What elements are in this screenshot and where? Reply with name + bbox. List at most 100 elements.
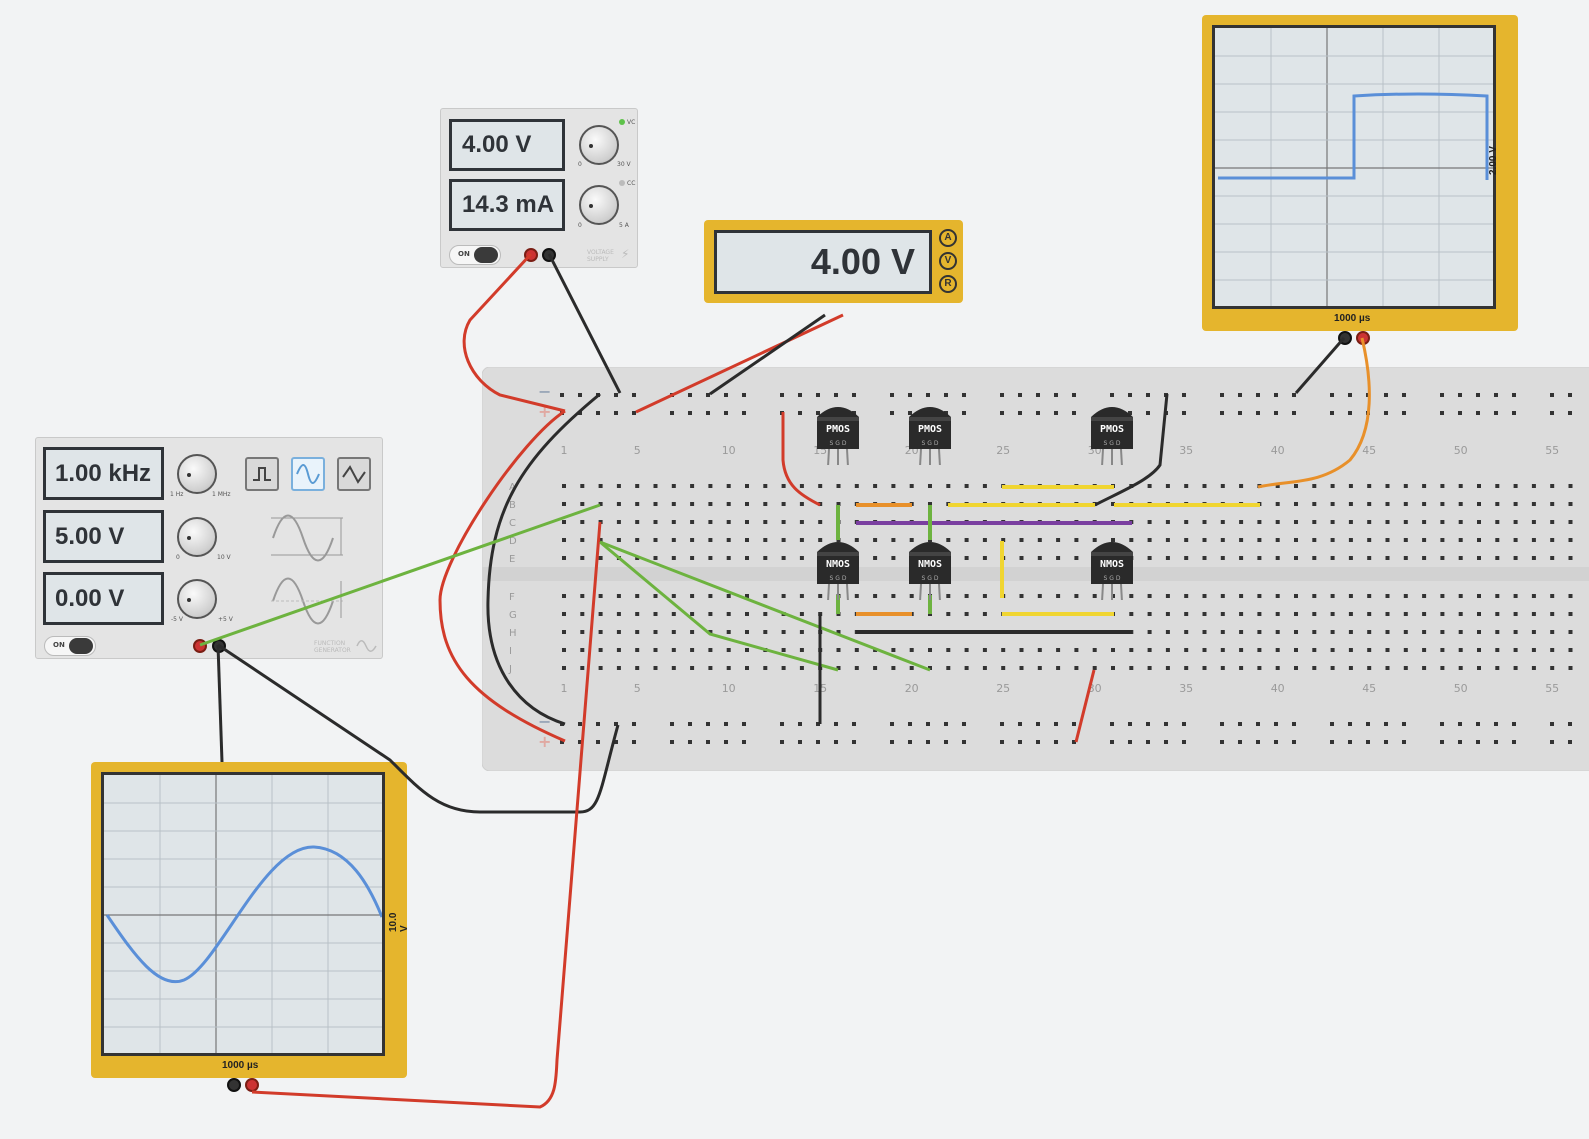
breadboard-hole[interactable] xyxy=(1312,612,1317,616)
breadboard-hole[interactable] xyxy=(653,594,658,598)
breadboard-hole[interactable] xyxy=(1165,630,1170,634)
breadboard-hole[interactable] xyxy=(1568,630,1573,634)
rail-hole[interactable] xyxy=(706,411,710,415)
rail-hole[interactable] xyxy=(670,393,674,397)
rail-hole[interactable] xyxy=(1440,740,1444,744)
breadboard-hole[interactable] xyxy=(1403,502,1408,506)
breadboard-hole[interactable] xyxy=(1568,648,1573,652)
breadboard-hole[interactable] xyxy=(1165,648,1170,652)
breadboard-hole[interactable] xyxy=(1458,630,1463,634)
breadboard-hole[interactable] xyxy=(708,538,713,542)
breadboard-hole[interactable] xyxy=(1220,520,1225,524)
rail-hole[interactable] xyxy=(1458,411,1462,415)
breadboard-hole[interactable] xyxy=(690,630,695,634)
breadboard-hole[interactable] xyxy=(1184,502,1189,506)
breadboard-hole[interactable] xyxy=(854,484,859,488)
rail-hole[interactable] xyxy=(1330,740,1334,744)
breadboard-hole[interactable] xyxy=(891,538,896,542)
breadboard-hole[interactable] xyxy=(616,630,621,634)
breadboard-hole[interactable] xyxy=(1275,502,1280,506)
breadboard-hole[interactable] xyxy=(562,594,566,598)
breadboard-hole[interactable] xyxy=(891,502,896,506)
breadboard-hole[interactable] xyxy=(1111,502,1115,506)
rail-hole[interactable] xyxy=(1292,740,1296,744)
rail-hole[interactable] xyxy=(1072,722,1076,726)
breadboard-hole[interactable] xyxy=(1294,556,1298,560)
breadboard-hole[interactable] xyxy=(598,502,603,506)
breadboard-hole[interactable] xyxy=(1330,556,1335,560)
breadboard-hole[interactable] xyxy=(763,538,768,542)
breadboard-hole[interactable] xyxy=(964,502,969,506)
rail-hole[interactable] xyxy=(596,722,600,726)
breadboard-hole[interactable] xyxy=(1385,594,1390,598)
breadboard-hole[interactable] xyxy=(1513,594,1518,598)
breadboard-hole[interactable] xyxy=(1275,612,1280,616)
breadboard-hole[interactable] xyxy=(909,538,914,542)
breadboard-hole[interactable] xyxy=(1074,666,1079,670)
breadboard-hole[interactable] xyxy=(891,594,896,598)
rail-hole[interactable] xyxy=(724,393,728,397)
breadboard-hole[interactable] xyxy=(745,666,749,670)
breadboard-hole[interactable] xyxy=(854,502,859,506)
rail-hole[interactable] xyxy=(1256,722,1260,726)
breadboard-hole[interactable] xyxy=(964,630,969,634)
breadboard-hole[interactable] xyxy=(1477,666,1481,670)
rail-hole[interactable] xyxy=(1000,411,1004,415)
rail-hole[interactable] xyxy=(1440,393,1444,397)
breadboard-hole[interactable] xyxy=(1056,484,1061,488)
breadboard-hole[interactable] xyxy=(1367,520,1372,524)
breadboard-hole[interactable] xyxy=(1275,648,1280,652)
breadboard-hole[interactable] xyxy=(781,538,786,542)
rail-hole[interactable] xyxy=(852,393,856,397)
breadboard-hole[interactable] xyxy=(1531,556,1536,560)
breadboard-hole[interactable] xyxy=(745,502,749,506)
breadboard-hole[interactable] xyxy=(1422,612,1427,616)
rail-hole[interactable] xyxy=(908,411,912,415)
breadboard-hole[interactable] xyxy=(1385,612,1390,616)
breadboard-hole[interactable] xyxy=(1202,594,1207,598)
rail-hole[interactable] xyxy=(1292,722,1296,726)
rail-hole[interactable] xyxy=(780,411,784,415)
breadboard-hole[interactable] xyxy=(1001,538,1006,542)
breadboard-hole[interactable] xyxy=(1129,502,1134,506)
breadboard-hole[interactable] xyxy=(1129,612,1134,616)
breadboard-hole[interactable] xyxy=(616,520,621,524)
breadboard-hole[interactable] xyxy=(1220,612,1225,616)
rail-hole[interactable] xyxy=(1274,393,1278,397)
rail-hole[interactable] xyxy=(1238,393,1242,397)
breadboard-hole[interactable] xyxy=(1294,666,1298,670)
breadboard-hole[interactable] xyxy=(982,648,987,652)
breadboard-hole[interactable] xyxy=(653,520,658,524)
supply-power-toggle[interactable]: ON xyxy=(449,245,501,265)
breadboard-hole[interactable] xyxy=(598,594,603,598)
rail-hole[interactable] xyxy=(1292,393,1296,397)
rail-hole[interactable] xyxy=(1440,411,1444,415)
rail-hole[interactable] xyxy=(1568,722,1572,726)
breadboard-hole[interactable] xyxy=(1129,666,1134,670)
breadboard-hole[interactable] xyxy=(1495,666,1500,670)
breadboard-hole[interactable] xyxy=(1257,556,1262,560)
rail-hole[interactable] xyxy=(742,411,746,415)
rail-hole[interactable] xyxy=(688,393,692,397)
breadboard-hole[interactable] xyxy=(1312,520,1317,524)
rail-hole[interactable] xyxy=(1072,411,1076,415)
rail-hole[interactable] xyxy=(1402,740,1406,744)
breadboard-hole[interactable] xyxy=(1422,630,1427,634)
breadboard-hole[interactable] xyxy=(1458,594,1463,598)
rail-hole[interactable] xyxy=(742,722,746,726)
breadboard-hole[interactable] xyxy=(1531,594,1536,598)
breadboard-hole[interactable] xyxy=(1019,666,1024,670)
rail-hole[interactable] xyxy=(816,722,820,726)
breadboard-hole[interactable] xyxy=(1385,630,1390,634)
breadboard-hole[interactable] xyxy=(763,484,768,488)
breadboard-hole[interactable] xyxy=(1477,630,1481,634)
breadboard-hole[interactable] xyxy=(1037,520,1042,524)
breadboard-hole[interactable] xyxy=(1367,556,1372,560)
breadboard-hole[interactable] xyxy=(1129,630,1134,634)
breadboard-hole[interactable] xyxy=(745,484,749,488)
breadboard-hole[interactable] xyxy=(781,648,786,652)
breadboard-hole[interactable] xyxy=(982,502,987,506)
breadboard-hole[interactable] xyxy=(891,648,896,652)
rail-hole[interactable] xyxy=(1402,393,1406,397)
